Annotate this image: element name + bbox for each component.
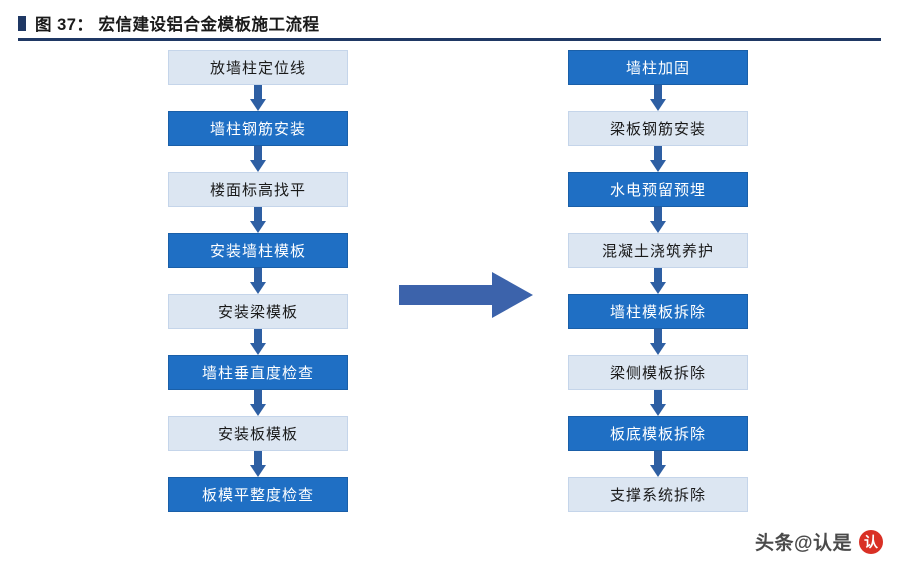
arrow-head [250, 221, 266, 233]
arrow-shaft [254, 146, 262, 161]
flow-arrow-down-icon [650, 146, 666, 172]
arrow-head [250, 465, 266, 477]
flow-node-right-step-4: 混凝土浇筑养护 [568, 233, 748, 268]
flow-node-right-step-2: 梁板钢筋安装 [568, 111, 748, 146]
flow-node-right-step-3: 水电预留预埋 [568, 172, 748, 207]
flow-arrow-down-icon [650, 390, 666, 416]
flow-arrow-down-icon [650, 85, 666, 111]
arrow-head [250, 99, 266, 111]
watermark-badge-icon: 认 [859, 529, 883, 554]
arrow-shaft [399, 285, 493, 305]
flow-column-left: 放墙柱定位线墙柱钢筋安装楼面标高找平安装墙柱模板安装梁模板墙柱垂直度检查安装板模… [168, 50, 348, 512]
arrow-head [492, 272, 533, 318]
arrow-shaft [254, 451, 262, 466]
arrow-shaft [654, 268, 662, 283]
flow-node-left-step-2: 墙柱钢筋安装 [168, 111, 348, 146]
flow-node-left-step-3: 楼面标高找平 [168, 172, 348, 207]
flow-node-right-step-6: 梁侧模板拆除 [568, 355, 748, 390]
arrow-head [650, 282, 666, 294]
watermark: 头条@认是 认 [755, 528, 883, 555]
arrow-head [650, 465, 666, 477]
arrow-shaft [654, 207, 662, 222]
flow-arrow-down-icon [650, 451, 666, 477]
figure-title-text: 图 37： 宏信建设铝合金模板施工流程 [35, 16, 320, 34]
flow-arrow-down-icon [650, 329, 666, 355]
flow-arrow-down-icon [250, 390, 266, 416]
flow-node-left-step-7: 安装板模板 [168, 416, 348, 451]
flow-node-left-step-4: 安装墙柱模板 [168, 233, 348, 268]
flow-node-right-step-1: 墙柱加固 [568, 50, 748, 85]
watermark-text: 头条@认是 [754, 533, 852, 554]
flow-arrow-down-icon [250, 329, 266, 355]
flow-node-left-step-1: 放墙柱定位线 [168, 50, 348, 85]
flow-node-right-step-5: 墙柱模板拆除 [568, 294, 748, 329]
flow-node-left-step-8: 板模平整度检查 [168, 477, 348, 512]
figure-title: 图 37： 宏信建设铝合金模板施工流程 [18, 8, 881, 38]
flow-node-left-step-5: 安装梁模板 [168, 294, 348, 329]
arrow-shaft [254, 85, 262, 100]
arrow-head [650, 404, 666, 416]
arrow-head [650, 343, 666, 355]
arrow-shaft [254, 390, 262, 405]
flow-arrow-down-icon [250, 207, 266, 233]
arrow-shaft [654, 85, 662, 100]
flow-node-right-step-7: 板底模板拆除 [568, 416, 748, 451]
title-bullet-icon [18, 15, 26, 31]
flow-column-right: 墙柱加固梁板钢筋安装水电预留预埋混凝土浇筑养护墙柱模板拆除梁侧模板拆除板底模板拆… [568, 50, 748, 512]
flow-arrow-down-icon [650, 268, 666, 294]
arrow-shaft [254, 268, 262, 283]
arrow-head [250, 404, 266, 416]
arrow-head [250, 160, 266, 172]
flow-arrow-down-icon [250, 451, 266, 477]
arrow-shaft [254, 329, 262, 344]
arrow-head [250, 343, 266, 355]
stage-transition-arrow-icon [399, 272, 533, 318]
arrow-head [650, 160, 666, 172]
arrow-shaft [254, 207, 262, 222]
flow-arrow-down-icon [650, 207, 666, 233]
flow-arrow-down-icon [250, 268, 266, 294]
flow-node-right-step-8: 支撑系统拆除 [568, 477, 748, 512]
arrow-shaft [654, 146, 662, 161]
flow-node-left-step-6: 墙柱垂直度检查 [168, 355, 348, 390]
arrow-shaft [654, 329, 662, 344]
arrow-head [250, 282, 266, 294]
arrow-shaft [654, 390, 662, 405]
flow-arrow-down-icon [250, 146, 266, 172]
flow-arrow-down-icon [250, 85, 266, 111]
arrow-shaft [654, 451, 662, 466]
title-divider [18, 38, 881, 41]
arrow-head [650, 221, 666, 233]
arrow-head [650, 99, 666, 111]
